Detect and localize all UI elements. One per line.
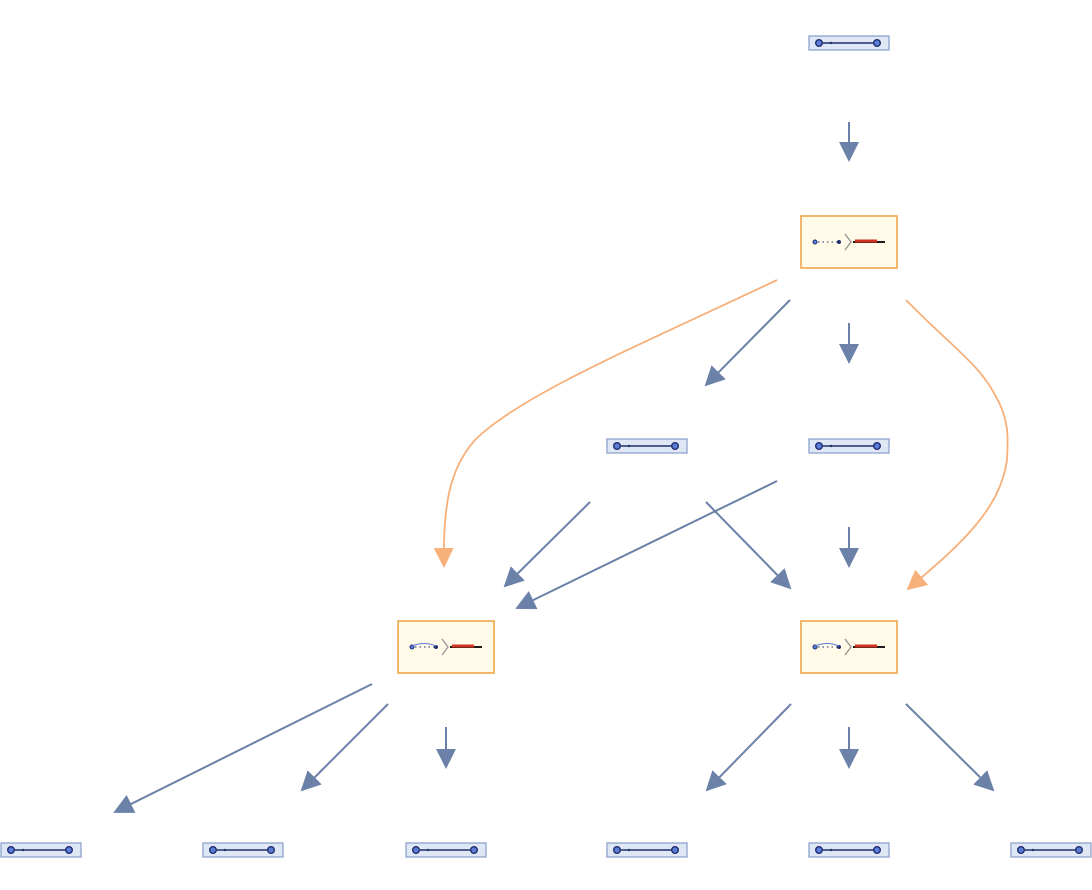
event-3-node[interactable] bbox=[800, 620, 898, 674]
vertex-left bbox=[6, 846, 15, 855]
state-bottom-2-node[interactable] bbox=[202, 842, 284, 858]
vertex-right bbox=[873, 442, 882, 451]
vertex-right bbox=[64, 846, 73, 855]
edge-direction-dot bbox=[1031, 848, 1035, 852]
edge-direction-dot bbox=[21, 848, 25, 852]
vertex-left bbox=[1017, 846, 1026, 855]
edge-state-mid-right-to-event-2 bbox=[515, 480, 778, 610]
edge-event-2-to-state-bottom-2 bbox=[300, 703, 389, 792]
state-mid-right-node[interactable] bbox=[808, 438, 890, 454]
vertex-right bbox=[873, 846, 882, 855]
vertex-right bbox=[470, 846, 479, 855]
edge-direction-dot bbox=[627, 444, 631, 448]
state-top-node[interactable] bbox=[808, 35, 890, 51]
rule-chevron-icon bbox=[844, 233, 852, 251]
rule-vertex-left bbox=[812, 239, 818, 245]
rule-chevron-icon bbox=[844, 638, 852, 656]
vertex-left bbox=[613, 442, 622, 451]
edge-event-1-to-event-3 bbox=[905, 299, 1009, 591]
event-2-node[interactable] bbox=[397, 620, 495, 674]
edge-event-1-to-event-2 bbox=[433, 279, 778, 568]
state-mid-left-node[interactable] bbox=[606, 438, 688, 454]
state-bottom-3-node[interactable] bbox=[405, 842, 487, 858]
edge-event-3-to-state-bottom-6 bbox=[905, 703, 995, 792]
vertex-left bbox=[815, 39, 824, 48]
edge-direction-dot bbox=[223, 848, 227, 852]
vertex-left bbox=[613, 846, 622, 855]
edge-direction-dot bbox=[829, 444, 833, 448]
vertex-left bbox=[412, 846, 421, 855]
edge-direction-dot bbox=[627, 848, 631, 852]
edge-state-mid-left-to-event-3 bbox=[705, 501, 792, 590]
state-bottom-5-node[interactable] bbox=[808, 842, 890, 858]
edge-event-1-to-state-mid-left bbox=[704, 299, 791, 387]
edge-direction-dot bbox=[829, 41, 833, 45]
vertex-left bbox=[815, 846, 824, 855]
vertex-right bbox=[671, 846, 680, 855]
vertex-right bbox=[671, 442, 680, 451]
edge-state-mid-left-to-event-2 bbox=[503, 501, 591, 588]
state-bottom-6-node[interactable] bbox=[1010, 842, 1092, 858]
rule-vertex-right bbox=[837, 240, 841, 244]
vertex-left bbox=[815, 442, 824, 451]
event-1-node[interactable] bbox=[800, 215, 898, 269]
vertex-right bbox=[267, 846, 276, 855]
vertex-right bbox=[1074, 846, 1083, 855]
vertex-left bbox=[208, 846, 217, 855]
edges-layer bbox=[113, 122, 1009, 813]
edge-direction-dot bbox=[426, 848, 430, 852]
vertex-right bbox=[873, 39, 882, 48]
rule-arc bbox=[411, 643, 437, 647]
nodes-layer bbox=[0, 35, 1092, 858]
edge-direction-dot bbox=[829, 848, 833, 852]
rule-chevron-icon bbox=[441, 638, 449, 656]
edge-event-2-to-state-bottom-1 bbox=[113, 683, 373, 813]
state-bottom-1-node[interactable] bbox=[0, 842, 82, 858]
rule-arc bbox=[814, 643, 840, 647]
edge-event-3-to-state-bottom-4 bbox=[705, 703, 792, 792]
state-bottom-4-node[interactable] bbox=[606, 842, 688, 858]
